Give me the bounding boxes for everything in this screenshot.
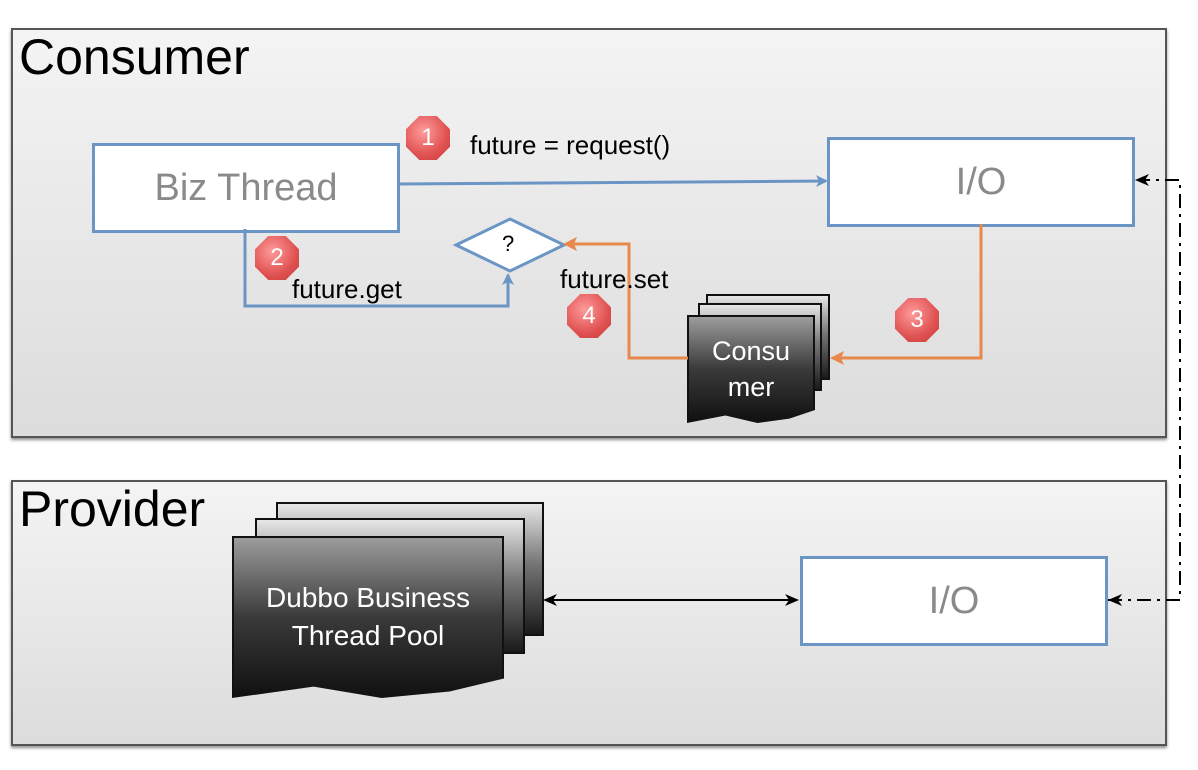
consumer-panel: Consumer	[11, 28, 1167, 438]
step-badge-3: 3	[895, 298, 939, 342]
provider-io-box: I/O	[800, 556, 1108, 646]
step-badge-2: 2	[255, 236, 299, 280]
future-get-label: future.get	[292, 274, 402, 304]
step-badge-1: 1	[406, 116, 450, 160]
future-set-label: future.set	[560, 264, 669, 294]
step-badge-4: 4	[567, 294, 611, 338]
future-set-arrow	[563, 237, 688, 360]
consumer-thread-pool: Consu mer	[687, 315, 815, 423]
network-link-arrowhead-consumer	[1135, 174, 1149, 186]
request-arrow	[396, 175, 828, 188]
provider-title: Provider	[19, 481, 206, 537]
decision-label: ?	[502, 231, 515, 256]
biz-thread-box: Biz Thread	[92, 143, 400, 233]
decision-diamond	[452, 217, 568, 273]
consumer-thread-pool-label: Consu mer	[711, 335, 791, 402]
consumer-io-box: I/O	[827, 137, 1135, 227]
io-to-consumer-arrow	[830, 224, 983, 365]
consumer-title: Consumer	[19, 29, 250, 85]
dubbo-business-thread-pool-label: Dubbo Business Thread Pool	[266, 582, 470, 651]
future-get-arrow	[243, 229, 514, 308]
future-request-label: future = request()	[470, 130, 671, 160]
network-link-arrowhead-provider	[1108, 594, 1122, 606]
network-link	[1108, 179, 1181, 601]
